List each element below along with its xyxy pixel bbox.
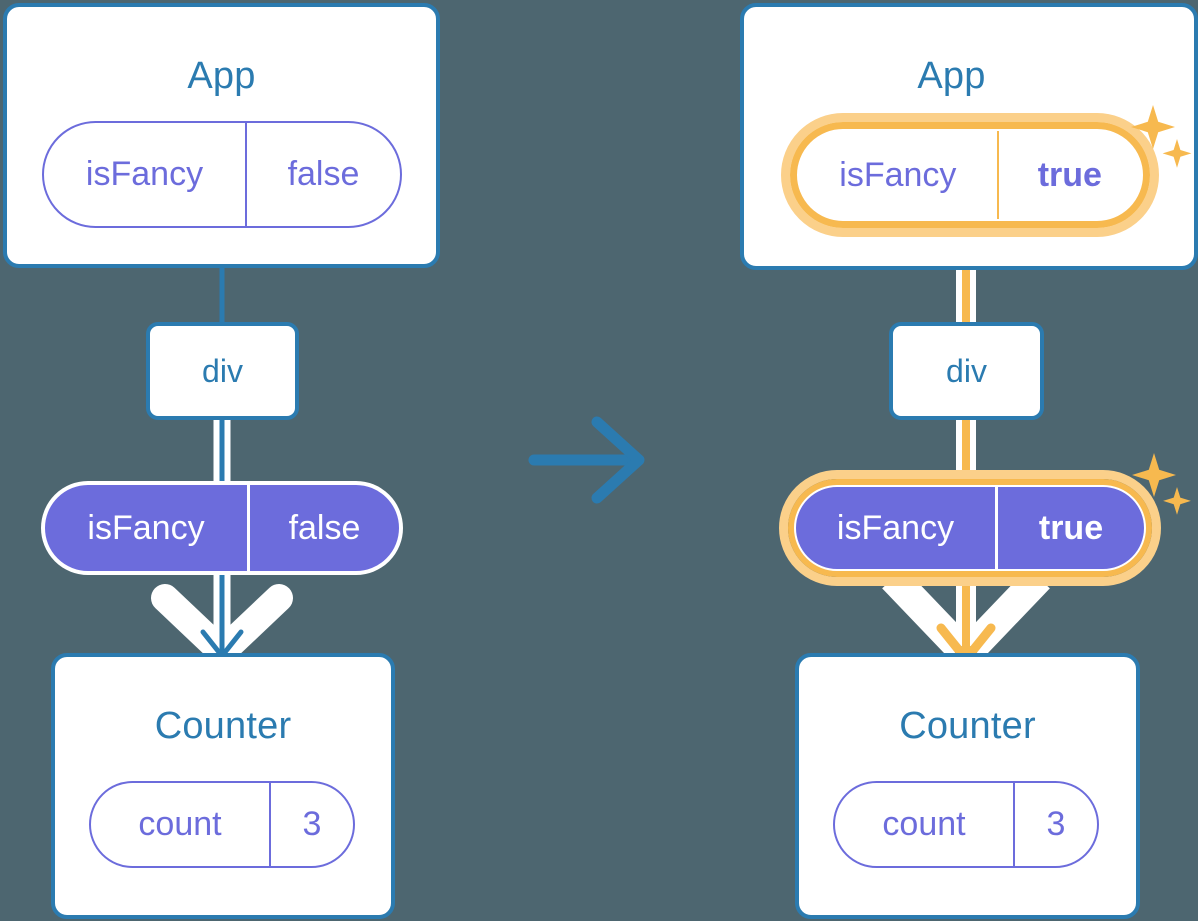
state-value-isfancy-after: true [1037,155,1102,194]
sparkle-large-icon [1131,105,1175,149]
div-tag-box-before[interactable]: div [146,322,299,420]
state-pill-count-before[interactable]: count 3 [89,781,355,868]
app-title-before: App [187,55,256,97]
prop-value-isfancy-after: true [1038,508,1104,547]
prop-value-isfancy-before: false [288,508,361,547]
div-tag-label-after: div [946,352,987,389]
div-tag-box-after[interactable]: div [889,322,1044,420]
prop-key-isfancy-before: isFancy [45,485,250,571]
div-tag-label-before: div [202,352,243,389]
state-key-isfancy-before: isFancy [44,123,247,226]
state-key-count-after: count [835,783,1015,866]
counter-title-before: Counter [154,705,292,747]
sparkles-icon-prop-after [1132,453,1191,515]
sparkle-small-icon [1163,487,1191,515]
state-value-count-after: 3 [1046,805,1066,843]
highlight-ring-inner-prop-after [788,479,1152,577]
highlight-ring-outer-isfancy-after [781,113,1159,237]
counter-title-after: Counter [899,705,1036,747]
highlight-ring-inner-isfancy-after [790,122,1150,228]
sparkle-large-icon [1132,453,1176,497]
state-value-isfancy-before: false [287,155,360,193]
state-pill-isfancy-after[interactable]: isFancy true [797,129,1143,221]
app-title-after: App [917,55,986,97]
state-key-isfancy-after: isFancy [799,131,999,219]
prop-pill-isfancy-before[interactable]: isFancy false [41,481,403,575]
highlight-ring-outer-prop-after [779,470,1161,586]
sparkles-icon-app-after [1131,105,1192,168]
state-key-count-before: count [91,783,271,866]
transition-arrow-icon [528,416,645,504]
state-value-count-before: 3 [302,805,322,843]
prop-pill-isfancy-after[interactable]: isFancy true [794,485,1146,571]
prop-key-isfancy-after: isFancy [796,487,998,569]
sparkle-small-icon [1162,139,1192,168]
state-pill-count-after[interactable]: count 3 [833,781,1099,868]
state-pill-isfancy-before[interactable]: isFancy false [42,121,402,228]
